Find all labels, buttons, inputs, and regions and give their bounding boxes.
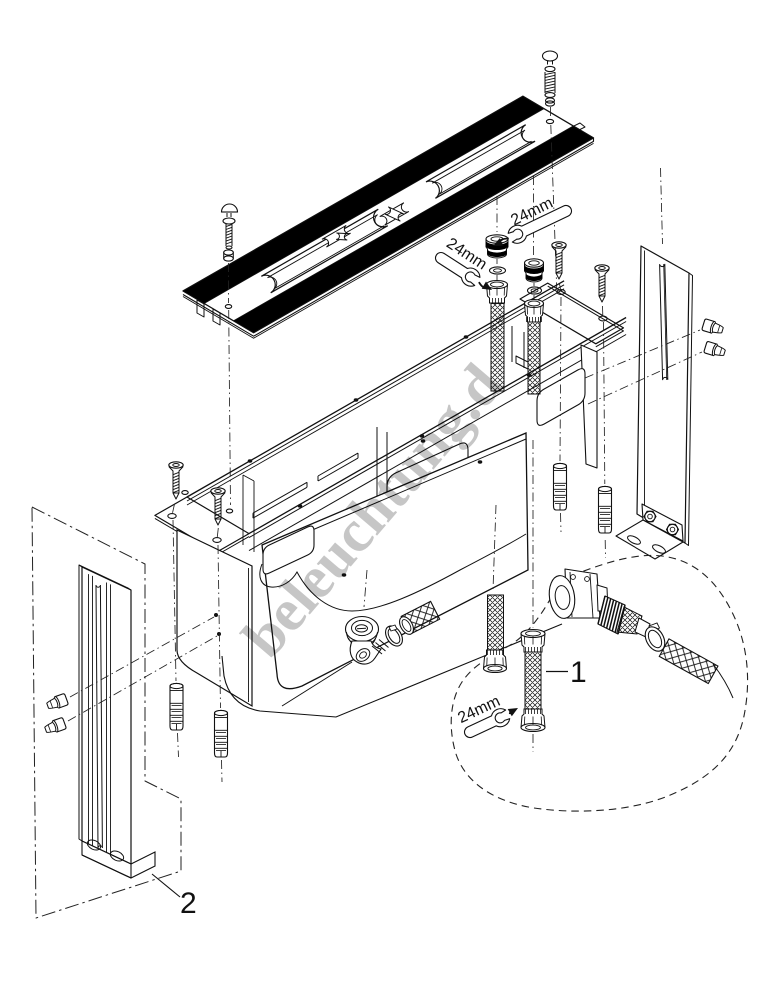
svg-text:2: 2 — [180, 887, 197, 920]
svg-text:1: 1 — [570, 656, 587, 689]
